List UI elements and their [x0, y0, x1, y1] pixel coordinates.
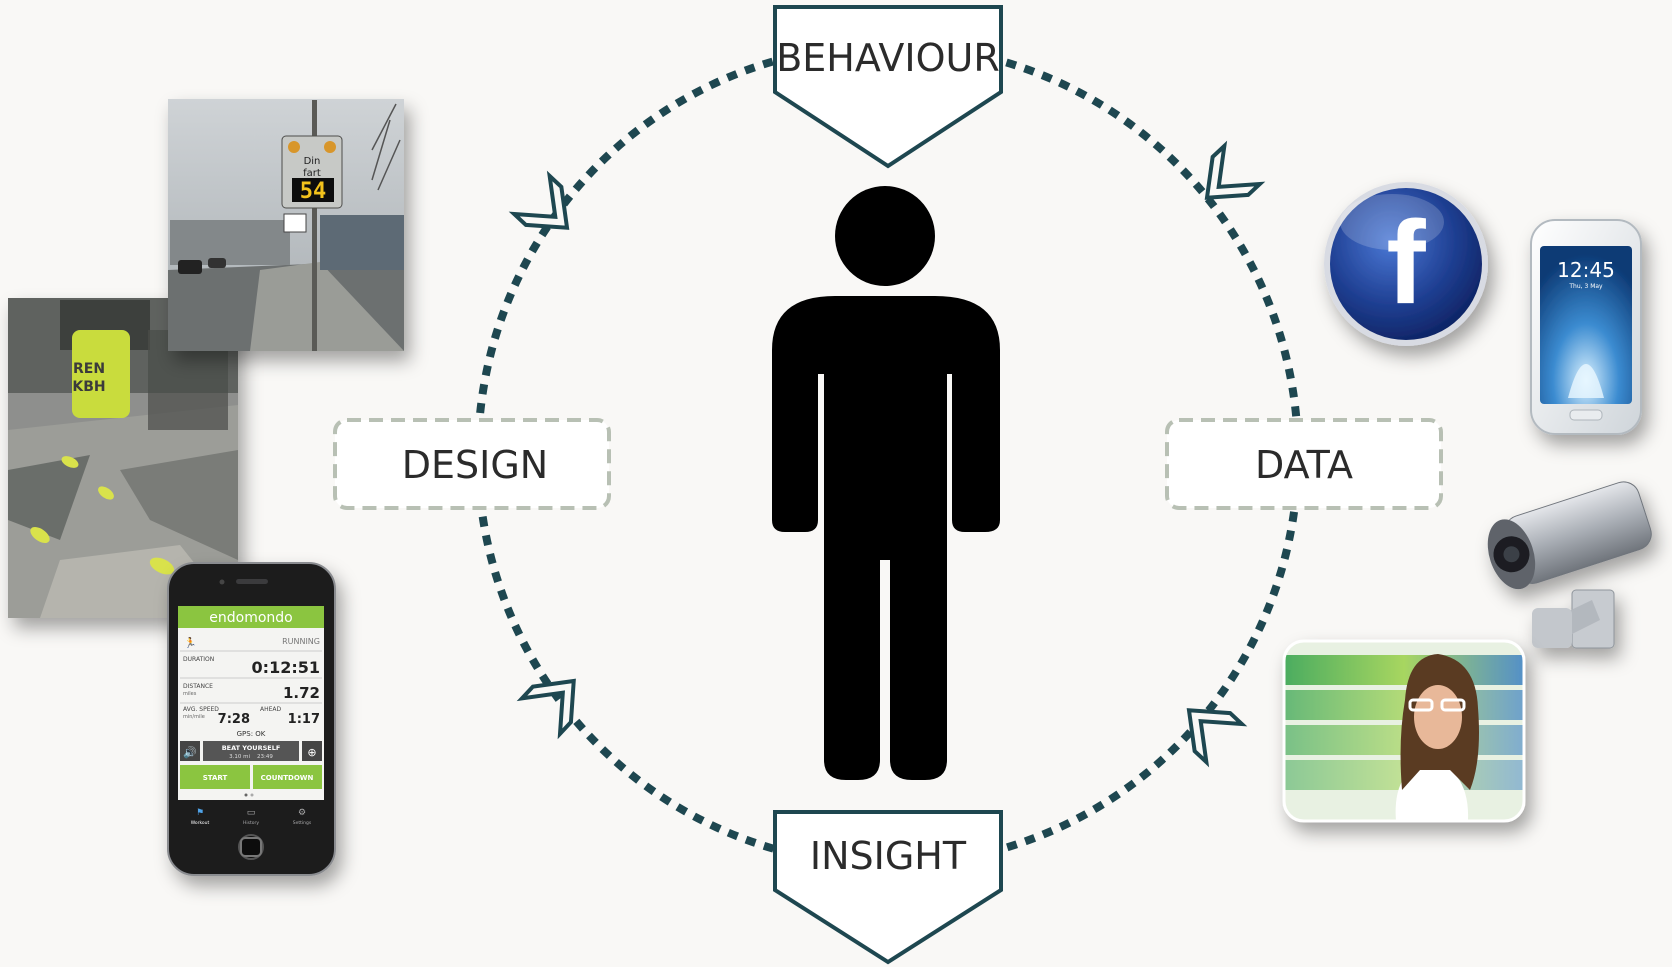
app-distance: 1.72 — [283, 684, 320, 702]
app-speed-unit: min/mile — [183, 714, 205, 720]
app-distance-label: DISTANCE — [183, 683, 213, 690]
app-gps: GPS: OK — [237, 730, 266, 738]
arrow-insight-to-design-icon — [516, 678, 576, 740]
data-label: DATA — [1255, 443, 1353, 487]
arrow-data-to-insight-icon — [1186, 708, 1248, 768]
bin-sign-line2: KBH — [72, 379, 105, 395]
arrow-behaviour-to-data-icon — [1204, 140, 1266, 200]
app-brand: endomondo — [209, 610, 292, 626]
app-ahead: 1:17 — [288, 712, 320, 727]
bin-sign-line1: REN — [73, 361, 105, 377]
facebook-letter: f — [1386, 197, 1426, 329]
app-globe-icon[interactable]: ⊕ — [307, 746, 316, 759]
app-duration: 0:12:51 — [252, 658, 320, 677]
arrow-design-to-behaviour-icon — [508, 170, 570, 230]
app-distance-unit: miles — [183, 691, 197, 697]
phone-time: 12:45 — [1557, 258, 1615, 282]
app-duration-label: DURATION — [183, 656, 214, 663]
app-speed-label: AVG. SPEED — [183, 706, 219, 713]
app-volume-icon[interactable]: 🔊 — [183, 745, 197, 759]
speed-sign-value: 54 — [300, 179, 327, 204]
data-node: DATA — [1165, 418, 1443, 510]
endomondo-phone-image: endomondo RUNNING 🏃 DURATION 0:12:51 DIS… — [167, 562, 336, 876]
insight-node: INSIGHT — [773, 810, 1003, 965]
design-label: DESIGN — [402, 443, 548, 487]
design-node: DESIGN — [333, 418, 611, 510]
app-tab-history-icon[interactable]: ▭ — [247, 808, 256, 818]
insight-label: INSIGHT — [810, 834, 967, 878]
behaviour-label: BEHAVIOUR — [776, 36, 1000, 80]
app-tab-history[interactable]: History — [243, 820, 259, 826]
app-beat-sub: 3.10 mi 23:49 — [229, 754, 273, 760]
app-tab-settings-icon[interactable]: ⚙ — [298, 808, 306, 818]
person-icon — [772, 186, 1000, 780]
app-tab-workout[interactable]: Workout — [191, 820, 210, 826]
smartphone-image: 12:45 Thu, 3 May — [1530, 219, 1642, 435]
facebook-logo-icon: f — [1324, 182, 1488, 346]
cctv-camera-image — [1487, 481, 1652, 649]
app-start-button[interactable]: START — [203, 774, 228, 782]
phone-date: Thu, 3 May — [1568, 283, 1603, 290]
app-beat-button[interactable]: BEAT YOURSELF — [222, 744, 281, 752]
app-ahead-label: AHEAD — [260, 706, 282, 713]
app-tab-workout-icon[interactable]: ⚑ — [196, 808, 204, 818]
speed-sign-top: Din — [304, 156, 321, 167]
app-countdown-button[interactable]: COUNTDOWN — [261, 774, 314, 782]
app-tab-settings[interactable]: Settings — [293, 820, 312, 826]
behaviour-node: BEHAVIOUR — [773, 5, 1003, 169]
app-speed: 7:28 — [218, 712, 250, 727]
shopper-photo — [1282, 639, 1526, 823]
app-mode: RUNNING — [282, 637, 320, 646]
speed-sign-bottom: fart — [303, 168, 321, 179]
app-run-icon: 🏃 — [184, 636, 196, 649]
speed-sign-photo: Din fart 54 — [168, 99, 404, 351]
